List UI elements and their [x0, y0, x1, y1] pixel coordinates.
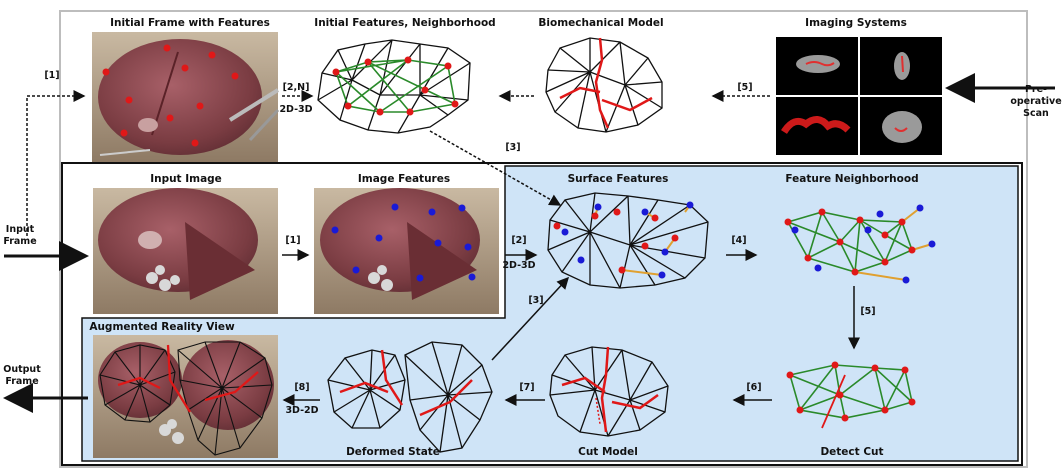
feature-neighborhood-graph	[784, 204, 936, 284]
step3-top: [3]	[505, 142, 520, 153]
title-image-features: Image Features	[358, 173, 450, 185]
step8-1: [8]	[294, 382, 309, 393]
title-input-image: Input Image	[150, 173, 222, 185]
detect-cut-graph	[786, 361, 916, 429]
imaging-systems-panels	[776, 37, 942, 155]
title-biomech: Biomechanical Model	[538, 17, 663, 29]
title-imaging: Imaging Systems	[805, 17, 907, 29]
preop-label-2: operative	[1010, 96, 1061, 107]
initial-feature-points	[102, 44, 239, 147]
deformed-state-mesh	[327, 341, 493, 453]
step1-top: [1]	[44, 70, 59, 81]
step2-1: [2]	[511, 235, 526, 246]
ar-view-photo	[93, 335, 278, 458]
step3-mid-arrow	[491, 276, 570, 361]
title-initial-frame: Initial Frame with Features	[110, 17, 270, 29]
title-surface-features: Surface Features	[568, 173, 669, 185]
step7: [7]	[519, 382, 534, 393]
title-deformed-state: Deformed State	[346, 446, 440, 458]
input-frame-2: Frame	[3, 236, 36, 247]
preop-label-3: Scan	[1023, 108, 1049, 119]
image-features-photo	[314, 188, 499, 314]
surface-features-mesh	[547, 192, 709, 289]
output-frame-1: Output	[3, 364, 41, 375]
step5-mid: [5]	[860, 306, 875, 317]
title-initial-features: Initial Features, Neighborhood	[314, 17, 495, 29]
step1-top-arrow	[26, 90, 86, 236]
input-image-photo	[93, 188, 278, 314]
step6: [6]	[746, 382, 761, 393]
step5-top: [5]	[737, 82, 752, 93]
detected-cut-line	[821, 374, 846, 429]
input-frame-1: Input	[6, 224, 35, 235]
processing-panel	[81, 165, 1019, 462]
initial-features-mesh	[317, 39, 471, 134]
step2n-2: 2D-3D	[279, 104, 312, 115]
step1-mid: [1]	[285, 235, 300, 246]
step3-mid: [3]	[528, 295, 543, 306]
step2n-1: [2,N]	[283, 82, 310, 93]
title-ar-view: Augmented Reality View	[89, 321, 235, 333]
step2-2: 2D-3D	[502, 260, 535, 271]
preop-label-1: Pre-	[1025, 84, 1047, 95]
image-feature-points	[331, 203, 476, 282]
step4: [4]	[731, 235, 746, 246]
initial-frame-photo	[92, 32, 280, 162]
output-frame-2: Frame	[5, 376, 38, 387]
title-feature-neighborhood: Feature Neighborhood	[785, 173, 918, 185]
cut-model-mesh	[549, 346, 669, 437]
biomech-mesh	[545, 37, 663, 133]
step8-2: 3D-2D	[285, 405, 318, 416]
title-cut-model: Cut Model	[578, 446, 638, 458]
title-detect-cut: Detect Cut	[820, 446, 883, 458]
